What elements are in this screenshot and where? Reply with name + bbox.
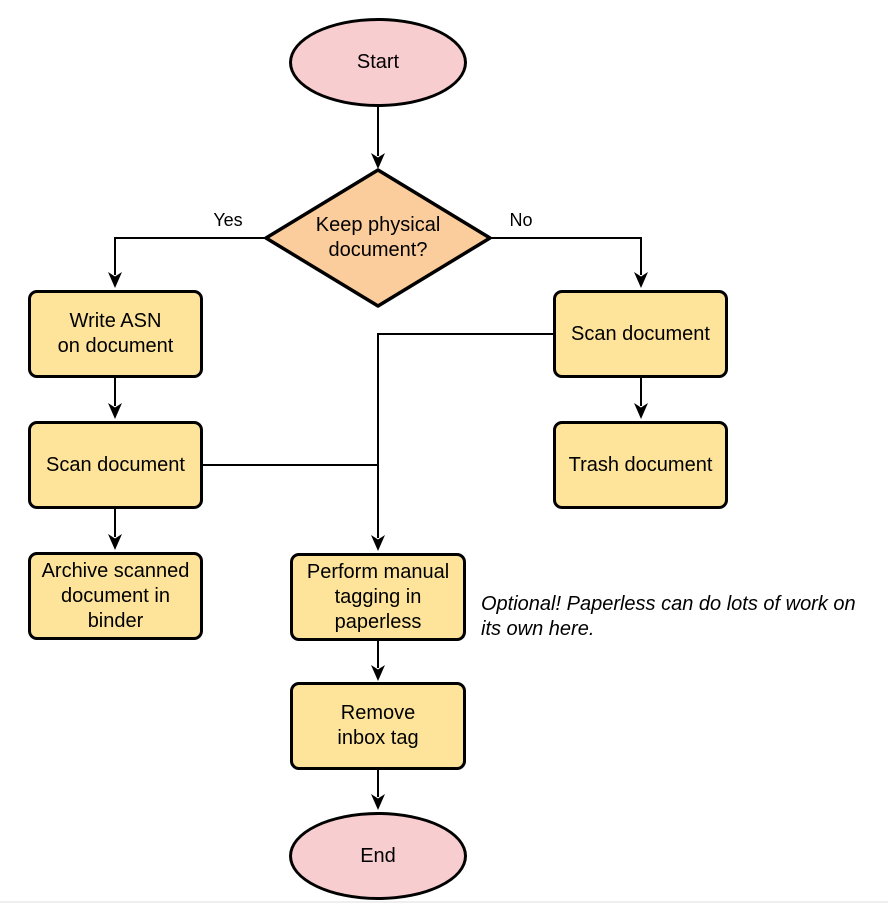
edge-label-yes: Yes — [211, 210, 245, 230]
arrowhead-into-archive — [108, 534, 122, 550]
arrowhead-into-trash — [634, 403, 648, 419]
node-decision: Keep physical document? — [286, 170, 470, 306]
node-manual-tagging-label: Perform manual tagging in paperless — [306, 560, 450, 633]
node-scan-document-no: Scan document — [553, 290, 728, 378]
node-write-asn: Write ASN on document — [28, 290, 203, 378]
edge-label-no: No — [507, 210, 535, 230]
optional-note: Optional! Paperless can do lots of work … — [481, 593, 856, 640]
node-manual-tagging: Perform manual tagging in paperless — [290, 553, 466, 641]
node-remove-inbox-tag-label: Remove inbox tag — [337, 702, 419, 749]
node-end-label: End — [360, 844, 396, 867]
node-archive-binder-label: Archive scanned document in binder — [41, 559, 190, 632]
node-scan-document-keep-label: Scan document — [46, 453, 185, 476]
arrowhead-into-remove — [371, 665, 385, 681]
arrowhead-into-writeasn — [108, 272, 122, 288]
decision-shape — [264, 168, 492, 308]
node-end: End — [289, 812, 467, 900]
arrowhead-into-decision — [371, 153, 385, 169]
node-start-label: Start — [356, 51, 400, 73]
arrowhead-into-scankeep — [108, 403, 122, 419]
node-trash-document-label: Trash document — [568, 453, 713, 476]
bottom-divider — [0, 901, 888, 903]
arrowhead-into-end — [371, 794, 385, 810]
node-trash-document: Trash document — [553, 421, 728, 509]
node-remove-inbox-tag: Remove inbox tag — [290, 682, 466, 770]
arrowhead-into-tagging — [371, 535, 385, 551]
edge-scanno-tagging — [377, 333, 553, 538]
edge-decision-no — [490, 237, 642, 275]
node-write-asn-label: Write ASN on document — [57, 310, 174, 357]
node-start: Start — [289, 18, 467, 107]
node-scan-document-no-label: Scan document — [571, 322, 710, 345]
node-decision-label: Keep physical document? — [315, 214, 441, 261]
edge-decision-yes — [114, 237, 266, 275]
node-archive-binder: Archive scanned document in binder — [28, 552, 203, 640]
node-scan-document-keep: Scan document — [28, 421, 203, 509]
arrowhead-into-scanno — [634, 272, 648, 288]
